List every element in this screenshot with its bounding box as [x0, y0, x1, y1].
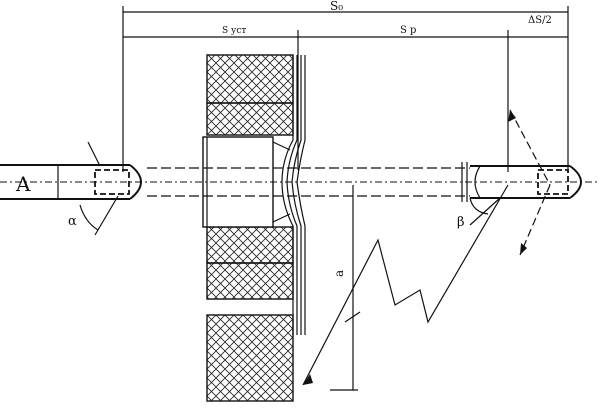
s-r-label: S р [400, 25, 416, 36]
right-pipe: β [457, 109, 582, 256]
beta-label: β [457, 215, 465, 230]
wall-blocks [202, 54, 294, 402]
a-dimension-label: a [332, 270, 346, 277]
part-a-label: A [15, 172, 31, 196]
s0-label: S₀ [330, 0, 343, 13]
alpha-label: α [68, 214, 77, 229]
dimension-row-2: S уст S р ΔS/2 [123, 15, 568, 172]
electrode-rod [0, 162, 600, 202]
dimension-s0: S₀ [122, 0, 569, 172]
delta-s-half-label: ΔS/2 [528, 15, 552, 26]
s-ust-label: S уст [222, 26, 246, 36]
left-pipe: A α [0, 141, 142, 236]
zigzag-trajectory: a [302, 184, 509, 391]
